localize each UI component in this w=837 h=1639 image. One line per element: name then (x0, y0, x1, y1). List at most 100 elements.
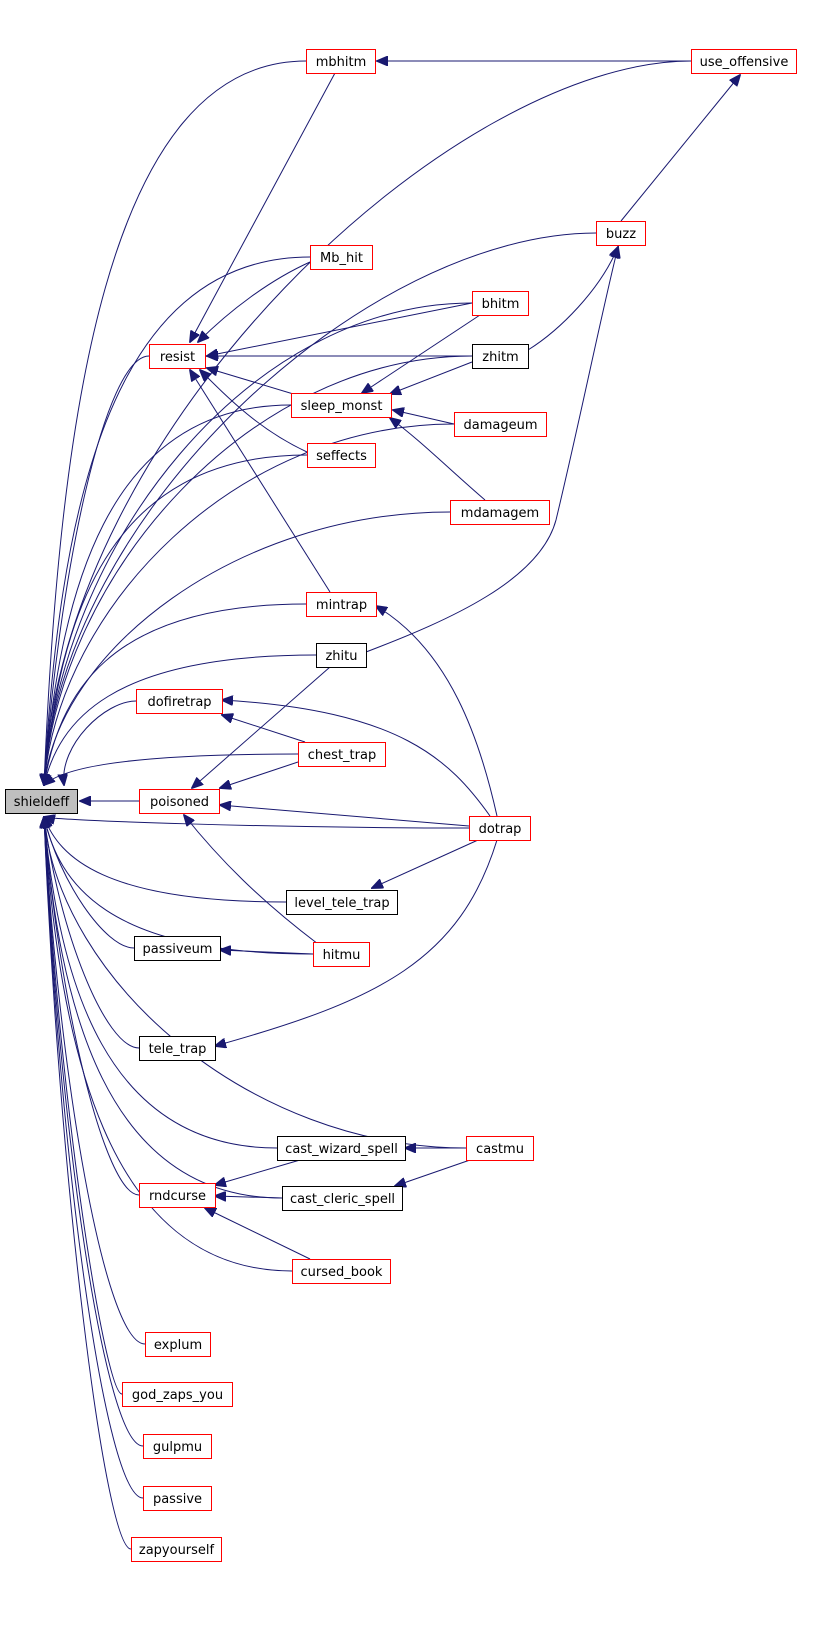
node-box (143, 1486, 212, 1511)
edge-hitmu-to-poisoned (184, 815, 319, 945)
edge-hitmu-to-passiveum (220, 950, 314, 954)
node-mdamagem[interactable]: mdamagem (450, 500, 550, 525)
node-box (139, 789, 220, 814)
node-box (139, 1183, 216, 1208)
node-passive[interactable]: passive (143, 1486, 212, 1511)
node-box (472, 291, 529, 316)
edge-seffects-to-resist (200, 370, 308, 453)
node-passiveum[interactable]: passiveum (134, 936, 221, 961)
edge-cast_wizard_spell-to-rndcurse (215, 1159, 301, 1185)
node-box (122, 1382, 233, 1407)
edge-dotrap-to-dofiretrap (222, 700, 491, 817)
node-box (143, 1434, 212, 1459)
edge-castmu-to-shieldeff (44, 817, 467, 1149)
edge-mintrap-to-resist (190, 370, 331, 593)
edge-zhitm-to-buzz (527, 247, 618, 351)
edge-mbhitm-to-shieldeff (44, 60, 307, 785)
node-damageum[interactable]: damageum (454, 412, 547, 437)
node-tele_trap[interactable]: tele_trap (139, 1036, 216, 1061)
node-label: chest_trap (308, 748, 376, 763)
node-box (136, 689, 223, 714)
edge-bhitm-to-resist (207, 302, 473, 356)
node-label: cursed_book (301, 1265, 383, 1280)
edge-mdamagem-to-shieldeff (44, 511, 451, 785)
edge-cursed_book-to-rndcurse (205, 1208, 311, 1260)
node-shieldeff[interactable]: shieldeff (5, 789, 78, 814)
node-label: level_tele_trap (294, 896, 389, 911)
node-label: zapyourself (139, 1543, 215, 1558)
node-label: mdamagem (461, 506, 539, 521)
edge-mintrap-to-shieldeff (44, 603, 307, 785)
node-box (313, 942, 370, 967)
node-box (310, 245, 373, 270)
edge-zhitu-to-shieldeff (44, 654, 317, 785)
edge-layer (44, 60, 740, 1550)
edge-dotrap-to-poisoned (220, 805, 470, 827)
edge-dofiretrap-to-shieldeff (64, 700, 137, 785)
edge-resist-to-shieldeff (44, 355, 150, 785)
node-box (298, 742, 386, 767)
edge-mdamagem-to-sleep_monst (390, 418, 486, 501)
node-sleep_monst[interactable]: sleep_monst (291, 393, 392, 418)
node-box (472, 344, 529, 369)
node-label: rndcurse (149, 1189, 206, 1204)
node-use_offensive[interactable]: use_offensive (691, 49, 797, 74)
edge-Mb_hit-to-shieldeff (44, 256, 311, 785)
node-label: cast_cleric_spell (290, 1192, 395, 1207)
node-box (131, 1537, 222, 1562)
edge-zhitm-to-shieldeff (44, 355, 473, 785)
node-cursed_book[interactable]: cursed_book (292, 1259, 391, 1284)
node-poisoned[interactable]: poisoned (139, 789, 220, 814)
node-cast_wizard_spell[interactable]: cast_wizard_spell (277, 1136, 406, 1161)
node-zhitu[interactable]: zhitu (316, 643, 367, 668)
edge-passive-to-shieldeff (44, 817, 144, 1499)
node-god_zaps_you[interactable]: god_zaps_you (122, 1382, 233, 1407)
node-hitmu[interactable]: hitmu (313, 942, 370, 967)
node-rndcurse[interactable]: rndcurse (139, 1183, 216, 1208)
node-label: damageum (463, 418, 537, 433)
node-zhitm[interactable]: zhitm (472, 344, 529, 369)
edge-chest_trap-to-dofiretrap (222, 715, 306, 743)
node-label: mbhitm (316, 55, 367, 70)
edge-chest_trap-to-poisoned (220, 761, 299, 788)
node-zapyourself[interactable]: zapyourself (131, 1537, 222, 1562)
node-Mb_hit[interactable]: Mb_hit (310, 245, 373, 270)
node-label: use_offensive (700, 55, 789, 70)
node-box (145, 1332, 211, 1357)
edge-castmu-to-cast_cleric_spell (395, 1159, 471, 1186)
edge-hitmu-to-shieldeff (44, 817, 314, 955)
node-box (469, 816, 531, 841)
node-box (454, 412, 547, 437)
node-cast_cleric_spell[interactable]: cast_cleric_spell (282, 1186, 403, 1211)
node-box (466, 1136, 534, 1161)
node-box (450, 500, 550, 525)
node-level_tele_trap[interactable]: level_tele_trap (286, 890, 398, 915)
node-box (691, 49, 797, 74)
node-resist[interactable]: resist (149, 344, 206, 369)
node-label: hitmu (323, 948, 361, 963)
node-mintrap[interactable]: mintrap (306, 592, 377, 617)
edge-bhitm-to-shieldeff (44, 302, 473, 785)
edge-mbhitm-to-resist (190, 72, 336, 342)
node-buzz[interactable]: buzz (596, 221, 646, 246)
edge-chest_trap-to-shieldeff (44, 753, 299, 785)
node-gulpmu[interactable]: gulpmu (143, 1434, 212, 1459)
node-seffects[interactable]: seffects (307, 443, 376, 468)
node-label: zhitu (325, 649, 357, 664)
node-dofiretrap[interactable]: dofiretrap (136, 689, 223, 714)
node-castmu[interactable]: castmu (466, 1136, 534, 1161)
edge-damageum-to-shieldeff (44, 423, 455, 785)
node-label: zhitm (482, 350, 518, 365)
node-box (292, 1259, 391, 1284)
node-chest_trap[interactable]: chest_trap (298, 742, 386, 767)
edge-sleep_monst-to-shieldeff (44, 404, 292, 785)
node-explum[interactable]: explum (145, 1332, 211, 1357)
edge-god_zaps_you-to-shieldeff (44, 817, 123, 1395)
edge-bhitm-to-sleep_monst (362, 314, 481, 393)
edge-buzz-to-shieldeff (44, 232, 597, 785)
node-bhitm[interactable]: bhitm (472, 291, 529, 316)
node-label: bhitm (482, 297, 520, 312)
node-mbhitm[interactable]: mbhitm (306, 49, 376, 74)
node-label: buzz (606, 227, 636, 242)
node-dotrap[interactable]: dotrap (469, 816, 531, 841)
